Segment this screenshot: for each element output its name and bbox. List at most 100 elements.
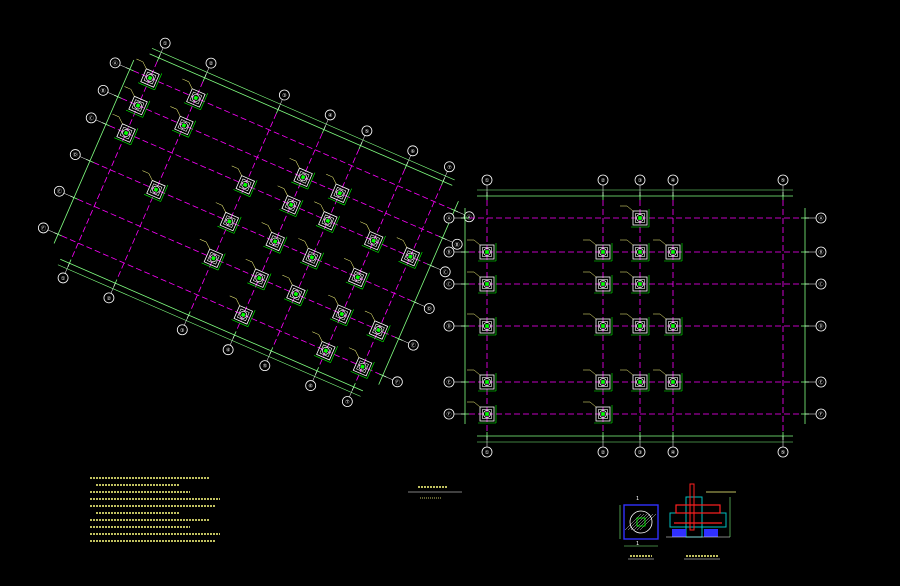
footing[interactable] bbox=[388, 237, 423, 269]
axis-bubble[interactable] bbox=[439, 266, 451, 278]
footing[interactable] bbox=[221, 295, 256, 327]
axis-bubble[interactable] bbox=[259, 360, 271, 372]
axis-bubble[interactable] bbox=[443, 408, 455, 420]
footing[interactable] bbox=[320, 294, 355, 327]
axis-bubble[interactable] bbox=[634, 446, 646, 458]
footing[interactable] bbox=[467, 401, 497, 424]
footing[interactable] bbox=[467, 369, 497, 392]
footing[interactable] bbox=[281, 158, 316, 190]
footing[interactable] bbox=[304, 331, 339, 363]
axis-bubble[interactable] bbox=[391, 376, 403, 388]
axis-bubble[interactable] bbox=[443, 376, 455, 388]
pile-circle bbox=[146, 74, 154, 82]
axis-bubble[interactable] bbox=[481, 174, 493, 186]
axis-bubble[interactable] bbox=[361, 125, 373, 137]
footing[interactable] bbox=[162, 106, 197, 138]
axis-bubble[interactable] bbox=[324, 109, 336, 121]
axis-bubble-label: Ⓐ bbox=[446, 215, 451, 222]
axis-bubble[interactable] bbox=[57, 272, 69, 284]
axis-bubble[interactable] bbox=[597, 174, 609, 186]
axis-bubble[interactable] bbox=[443, 278, 455, 290]
footing[interactable] bbox=[467, 271, 497, 294]
footing[interactable] bbox=[336, 258, 371, 290]
axis-bubble[interactable] bbox=[341, 396, 353, 407]
footing[interactable] bbox=[583, 369, 613, 392]
footing[interactable] bbox=[207, 202, 242, 234]
axis-bubble[interactable] bbox=[53, 185, 65, 197]
axis-bubble[interactable] bbox=[423, 303, 435, 314]
axis-bubble[interactable] bbox=[815, 408, 827, 420]
footing-outline bbox=[479, 406, 495, 422]
axis-bubble[interactable] bbox=[815, 376, 827, 388]
footing[interactable] bbox=[290, 238, 325, 270]
footing[interactable] bbox=[134, 170, 169, 202]
axis-bubble[interactable] bbox=[815, 320, 827, 332]
footing[interactable] bbox=[104, 113, 139, 146]
axis-bubble[interactable] bbox=[85, 112, 97, 124]
pile-circle bbox=[308, 253, 316, 262]
axis-bubble[interactable] bbox=[463, 211, 475, 223]
footing[interactable] bbox=[223, 165, 258, 197]
axis-bubble[interactable] bbox=[815, 278, 827, 290]
footing[interactable] bbox=[467, 239, 497, 262]
axis-bubble[interactable] bbox=[443, 320, 455, 332]
axis-bubble[interactable] bbox=[444, 161, 455, 173]
footing[interactable] bbox=[583, 401, 613, 424]
axis-bubble[interactable] bbox=[667, 174, 679, 186]
axis-bubble[interactable] bbox=[777, 446, 789, 458]
axis-bubble[interactable] bbox=[69, 149, 81, 160]
axis-bubble[interactable] bbox=[667, 446, 679, 458]
footing[interactable] bbox=[318, 174, 353, 206]
footing[interactable] bbox=[620, 313, 650, 336]
axis-bubble[interactable] bbox=[451, 238, 463, 250]
axis-bubble[interactable] bbox=[103, 292, 115, 304]
axis-bubble[interactable] bbox=[443, 212, 455, 224]
axis-bubble[interactable] bbox=[159, 37, 171, 49]
footing[interactable] bbox=[620, 369, 650, 392]
axis-bubble[interactable] bbox=[597, 446, 609, 458]
footing[interactable] bbox=[352, 221, 387, 253]
footing-dim bbox=[366, 334, 384, 343]
axis-bubble[interactable] bbox=[815, 212, 827, 224]
axis-bubble[interactable] bbox=[407, 145, 419, 157]
footing[interactable] bbox=[269, 185, 304, 217]
footing[interactable] bbox=[653, 239, 683, 262]
footing[interactable] bbox=[620, 271, 650, 294]
footing[interactable] bbox=[253, 222, 288, 254]
footing[interactable] bbox=[653, 369, 683, 392]
axis-bubble[interactable] bbox=[222, 344, 234, 356]
footing[interactable] bbox=[467, 313, 497, 336]
axis-bubble[interactable] bbox=[176, 324, 188, 336]
footing[interactable] bbox=[583, 271, 613, 294]
axis-bubble[interactable] bbox=[815, 246, 827, 258]
axis-bubble-label: Ⓓ bbox=[73, 152, 78, 159]
footing[interactable] bbox=[237, 258, 272, 291]
axis-bubble[interactable] bbox=[481, 446, 493, 458]
footing[interactable] bbox=[620, 205, 650, 228]
footing[interactable] bbox=[274, 274, 309, 307]
footing[interactable] bbox=[653, 313, 683, 336]
footing[interactable] bbox=[306, 201, 341, 233]
footing[interactable] bbox=[174, 78, 209, 111]
footing[interactable] bbox=[128, 58, 163, 91]
axis-bubble[interactable] bbox=[109, 57, 121, 69]
footing[interactable] bbox=[620, 239, 650, 262]
axis-bubble[interactable] bbox=[407, 339, 419, 351]
axis-bubble[interactable] bbox=[37, 222, 49, 234]
axis-bubble[interactable] bbox=[634, 174, 646, 186]
footing[interactable] bbox=[116, 86, 151, 118]
axis-bubble[interactable] bbox=[278, 89, 290, 101]
axis-bubble[interactable] bbox=[443, 246, 455, 258]
footing[interactable] bbox=[357, 310, 392, 343]
axis-bubble[interactable] bbox=[305, 380, 317, 391]
footing-dim bbox=[231, 319, 249, 327]
footing-dim bbox=[300, 289, 309, 307]
footing[interactable] bbox=[583, 239, 613, 262]
footing[interactable] bbox=[341, 347, 376, 379]
axis-bubble[interactable] bbox=[205, 57, 217, 69]
axis-bubble[interactable] bbox=[777, 174, 789, 186]
footing[interactable] bbox=[191, 239, 226, 271]
axis-bubble[interactable] bbox=[97, 84, 109, 96]
footing[interactable] bbox=[583, 313, 613, 336]
